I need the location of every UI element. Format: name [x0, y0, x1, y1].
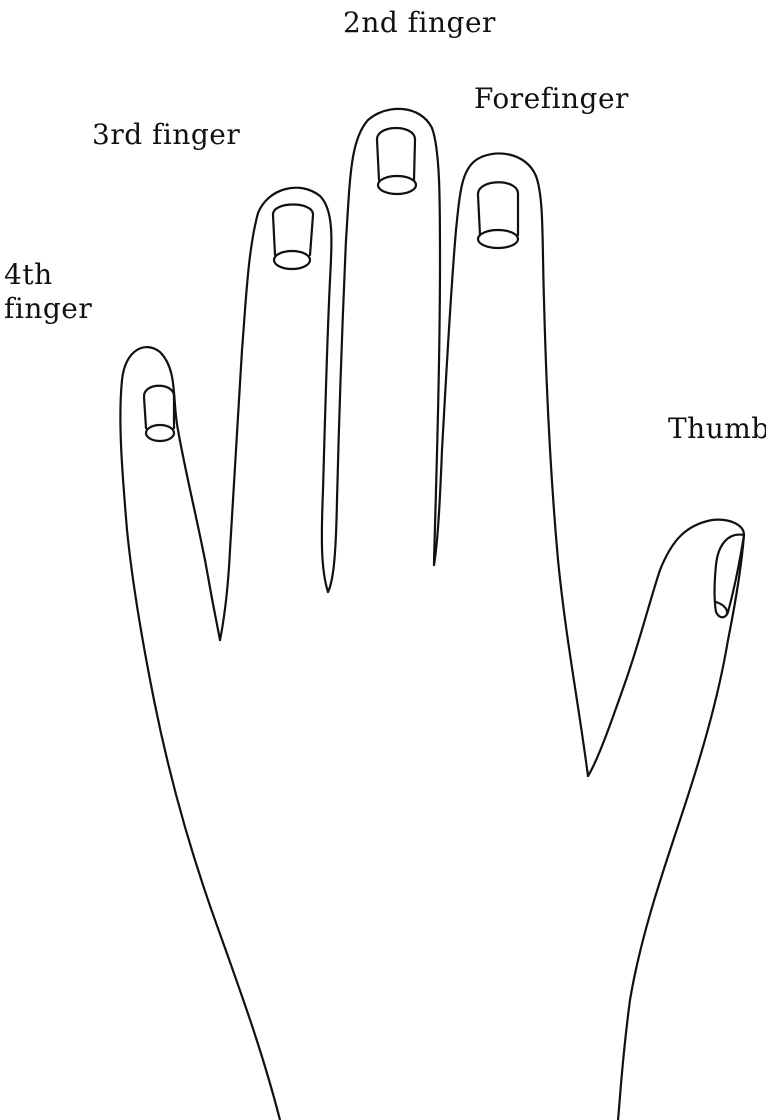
second-finger-nail [377, 128, 415, 180]
third-finger-nail [273, 205, 313, 256]
second-finger-outline [328, 109, 440, 592]
second-finger-nail-tip [378, 176, 416, 194]
palm-left-edge [127, 530, 280, 1120]
forefinger-nail-tip [478, 230, 518, 248]
third-finger-label: 3rd finger [92, 118, 240, 152]
forefinger-nail [478, 182, 518, 235]
fourth-finger-nail [144, 386, 174, 428]
third-finger-nail-tip [274, 251, 310, 269]
thumb-nail-edge [716, 602, 727, 614]
fourth-finger-nail-tip [146, 425, 174, 441]
thumb-outline [588, 520, 744, 1120]
fourth-finger-label: 4th finger [4, 258, 92, 326]
second-finger-label: 2nd finger [343, 6, 496, 40]
thumb-label: Thumb [668, 412, 766, 446]
forefinger-label: Forefinger [474, 82, 629, 116]
